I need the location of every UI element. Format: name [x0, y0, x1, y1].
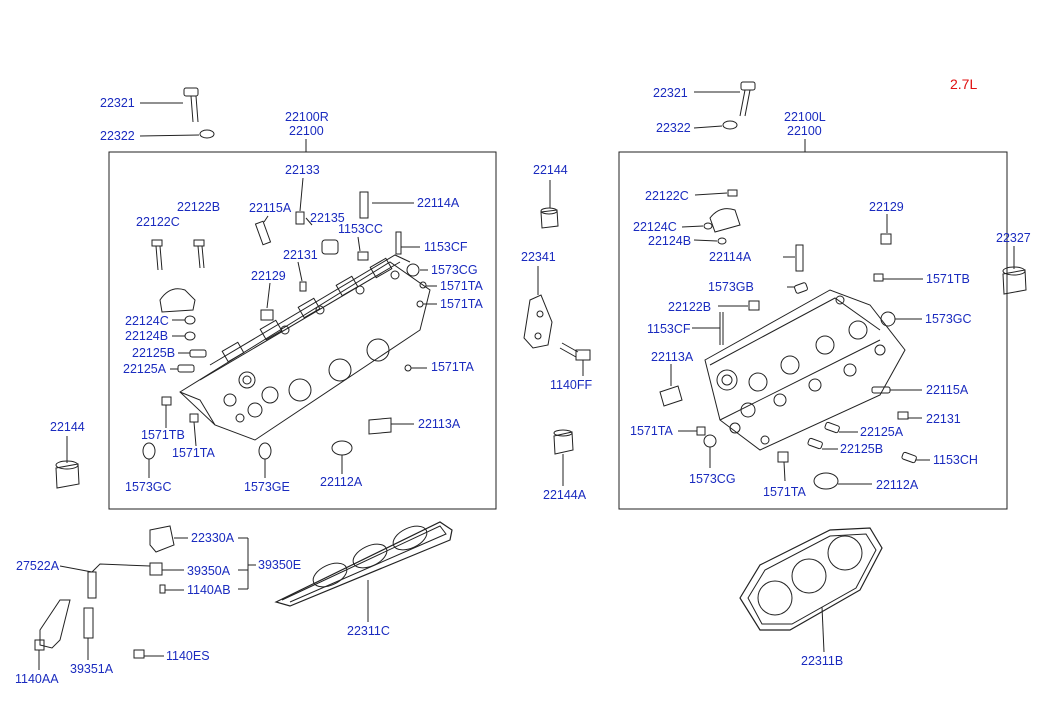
part-label[interactable]: 1153CC [338, 222, 383, 236]
left-leader-lines [139, 102, 437, 478]
part-label[interactable]: 22133 [285, 163, 320, 177]
part-label[interactable]: 1573GC [925, 312, 972, 326]
part-label[interactable]: 1153CF [424, 240, 468, 254]
part-label[interactable]: 22322 [100, 129, 135, 143]
part-label[interactable]: 22122B [668, 300, 712, 314]
part-label[interactable]: 22144 [533, 163, 568, 177]
part-label[interactable]: 22125B [132, 346, 176, 360]
left-cylinder-head-drawing [179, 254, 431, 441]
right-frame-label-2: 22100 [787, 124, 822, 138]
middle-parts [55, 180, 1027, 489]
part-label[interactable]: 1571TA [440, 297, 483, 311]
part-label[interactable]: 1573CG [431, 263, 478, 277]
right-frame-label-1: 22100L [784, 110, 826, 124]
part-label[interactable]: 1153CF [647, 322, 691, 336]
left-head-frame [108, 151, 497, 510]
part-label[interactable]: 22321 [100, 96, 135, 110]
engine-tag: 2.7L [950, 76, 978, 92]
part-label[interactable]: 22124C [633, 220, 677, 234]
right-leader-lines [670, 91, 930, 485]
right-small-parts [659, 81, 917, 490]
part-label[interactable]: 22125A [860, 425, 904, 439]
part-label[interactable]: 1571TA [172, 446, 215, 460]
part-label[interactable]: 22144A [543, 488, 587, 502]
part-label[interactable]: 22122C [645, 189, 689, 203]
part-label[interactable]: 39350E [258, 558, 302, 572]
part-label[interactable]: 22135 [310, 211, 345, 225]
part-label[interactable]: 27522A [16, 559, 60, 573]
part-label[interactable]: 22115A [249, 201, 292, 215]
part-label[interactable]: 22124B [125, 329, 169, 343]
part-label[interactable]: 22322 [656, 121, 691, 135]
part-label[interactable]: 22311C [347, 624, 390, 638]
part-label[interactable]: 22114A [709, 250, 752, 264]
part-label[interactable]: 1571TB [926, 272, 970, 286]
part-label[interactable]: 22112A [876, 478, 919, 492]
part-label[interactable]: 22113A [418, 417, 461, 431]
part-label[interactable]: 1573GB [708, 280, 754, 294]
part-label[interactable]: 1140FF [550, 378, 593, 392]
part-label[interactable]: 22125A [123, 362, 167, 376]
part-label[interactable]: 22131 [926, 412, 961, 426]
part-label[interactable]: 22327 [996, 231, 1031, 245]
part-label[interactable]: 22112A [320, 475, 363, 489]
part-label[interactable]: 22144 [50, 420, 85, 434]
gasket-22311b [739, 527, 883, 653]
part-label[interactable]: 1571TA [440, 279, 483, 293]
part-label[interactable]: 1571TA [431, 360, 474, 374]
part-label[interactable]: 22311B [801, 654, 844, 668]
part-label[interactable]: 1140AB [187, 583, 231, 597]
part-label[interactable]: 22341 [521, 250, 556, 264]
part-label[interactable]: 1153CH [933, 453, 978, 467]
left-frame-label-1: 22100R [285, 110, 329, 124]
part-label[interactable]: 22113A [651, 350, 694, 364]
part-label[interactable]: 1140AA [15, 672, 59, 686]
right-head-frame [618, 151, 1008, 510]
part-label[interactable]: 22125B [840, 442, 884, 456]
bottom-left-parts [34, 525, 256, 670]
part-label[interactable]: 22131 [283, 248, 318, 262]
right-cylinder-head-drawing [704, 289, 906, 451]
part-label[interactable]: 39351A [70, 662, 114, 676]
part-label[interactable]: 22330A [191, 531, 235, 545]
part-label[interactable]: 22122C [136, 215, 180, 229]
part-label[interactable]: 22129 [869, 200, 904, 214]
part-label[interactable]: 22122B [177, 200, 221, 214]
part-label[interactable]: 22129 [251, 269, 286, 283]
part-label[interactable]: 22124C [125, 314, 169, 328]
part-label[interactable]: 1571TA [630, 424, 673, 438]
part-label[interactable]: 39350A [187, 564, 231, 578]
left-frame-label-2: 22100 [289, 124, 324, 138]
left-small-parts [142, 87, 427, 460]
part-label[interactable]: 1571TA [763, 485, 806, 499]
part-label[interactable]: 1571TB [141, 428, 185, 442]
part-label[interactable]: 1140ES [166, 649, 210, 663]
part-label[interactable]: 22114A [417, 196, 460, 210]
part-label[interactable]: 22115A [926, 383, 969, 397]
part-label[interactable]: 1573GE [244, 480, 290, 494]
part-label[interactable]: 22124B [648, 234, 692, 248]
part-label[interactable]: 1573GC [125, 480, 172, 494]
part-label[interactable]: 22321 [653, 86, 688, 100]
part-label[interactable]: 1573CG [689, 472, 736, 486]
gasket-22311c [274, 521, 453, 622]
